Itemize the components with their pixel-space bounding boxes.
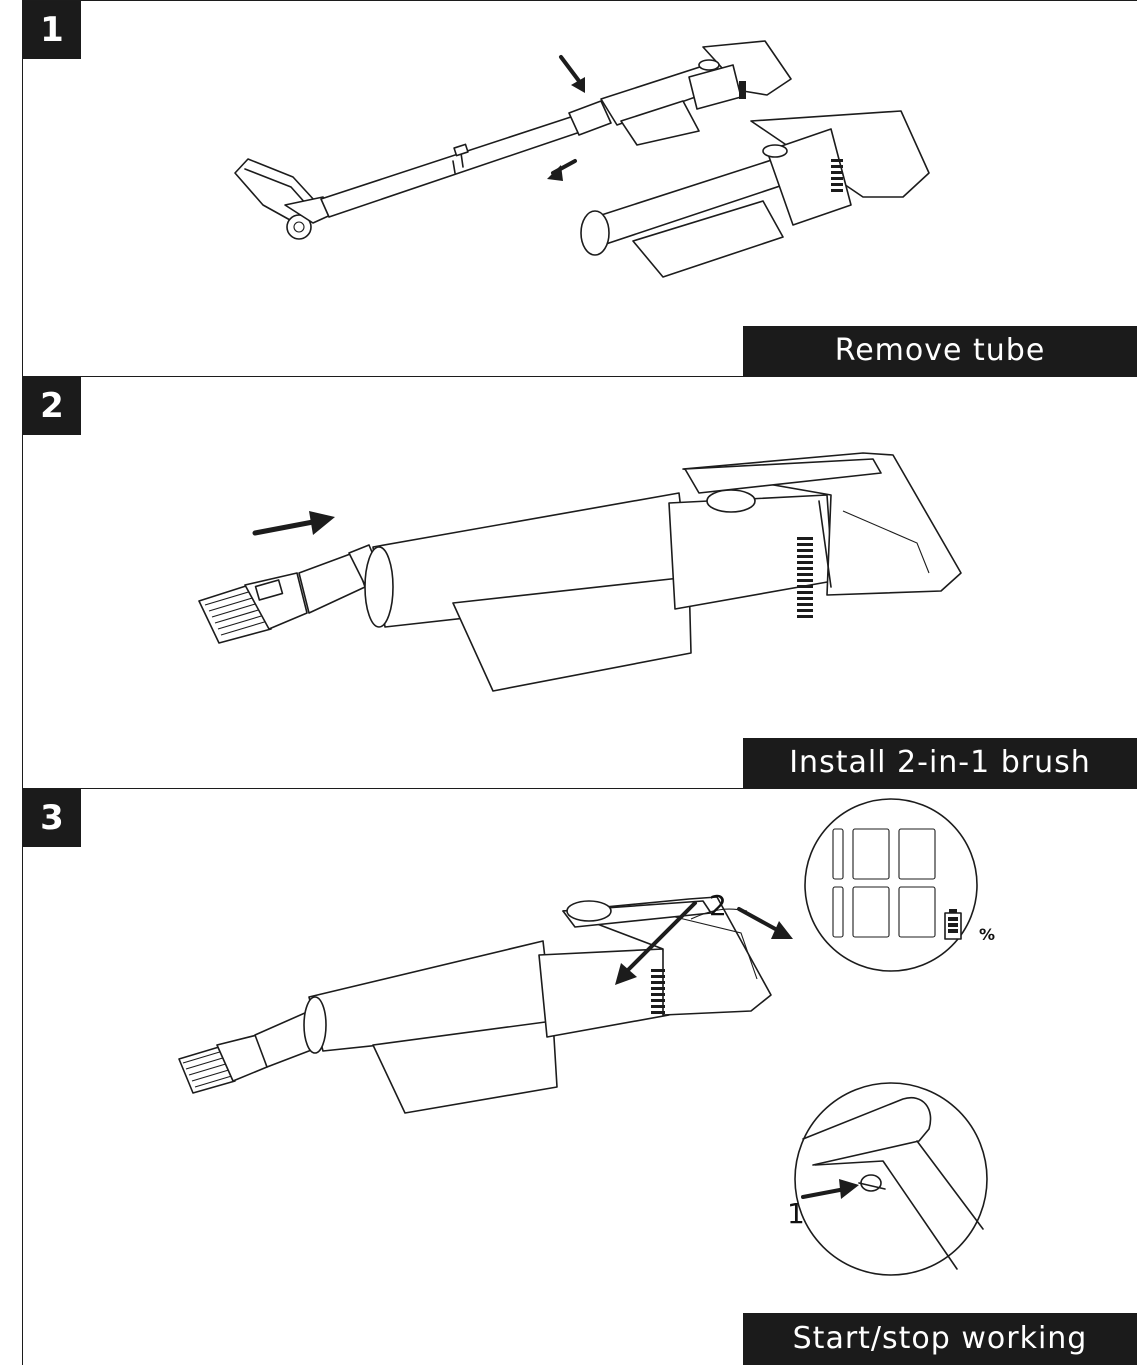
button-arrow-icon: [615, 901, 697, 985]
battery-icon: [944, 909, 962, 940]
step-3-caption: Start/stop working: [743, 1313, 1137, 1365]
remove-tube-illustration: [234, 40, 930, 278]
handheld-unit-icon: [580, 110, 930, 278]
digit-segments: [832, 828, 936, 938]
install-brush-illustration: [198, 452, 962, 692]
step-2-panel: 2: [22, 376, 1137, 789]
handheld-unit-icon: [364, 452, 962, 692]
press-down-arrow-icon: [559, 55, 585, 93]
start-stop-illustration: [178, 798, 988, 1276]
battery-display-zoom: [804, 798, 978, 972]
insert-arrow-icon: [252, 511, 335, 536]
step-1-caption: Remove tube: [743, 326, 1137, 376]
step-number-badge: 1: [23, 1, 81, 59]
percent-unit: %: [979, 925, 996, 944]
floor-nozzle-icon: [234, 158, 336, 240]
vent-grille-icon: [831, 159, 843, 192]
button-callout: 2: [709, 889, 727, 922]
display-arrow-icon: [737, 907, 793, 939]
brush-tool-icon: [198, 544, 386, 644]
trigger-arrow-icon: [801, 1179, 859, 1199]
step-number-badge: 2: [23, 377, 81, 435]
handheld-unit-small-icon: [600, 40, 792, 146]
step-number-badge: 3: [23, 789, 81, 847]
trigger-zoom: [794, 1082, 988, 1276]
pull-out-arrow-icon: [547, 159, 577, 181]
handheld-with-brush-icon: [178, 896, 772, 1114]
step-3-panel: 3: [22, 788, 1137, 1365]
step-1-panel: 1: [22, 0, 1137, 377]
trigger-callout: 1: [787, 1197, 805, 1230]
extension-tube-icon: [320, 100, 612, 218]
step-2-caption: Install 2-in-1 brush: [743, 738, 1137, 788]
vent-grille-icon: [797, 537, 813, 618]
vent-grille-icon: [651, 969, 665, 1014]
